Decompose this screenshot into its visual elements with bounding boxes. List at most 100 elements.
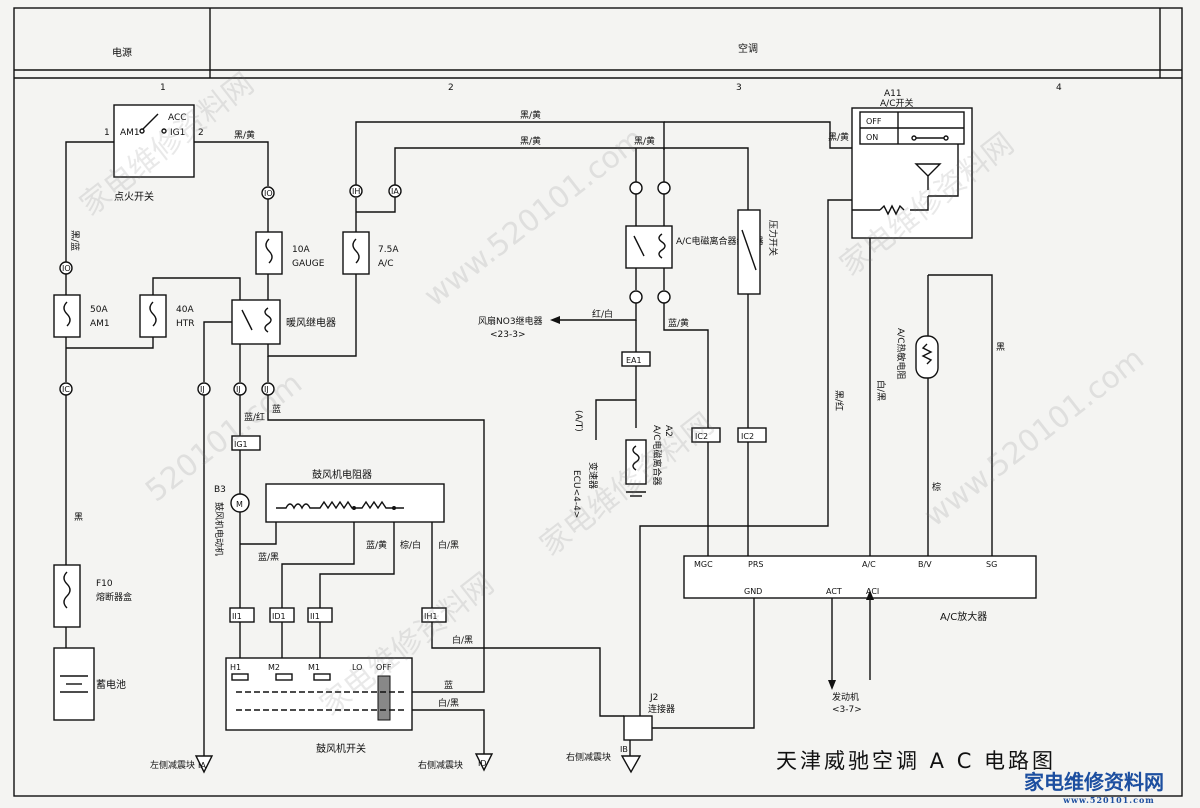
svg-text:黑: 黑 [996,342,1005,353]
ignition-switch-label: 点火开关 [114,190,154,203]
svg-text:熔断器盒: 熔断器盒 [96,591,132,603]
svg-text:黑/黄: 黑/黄 [520,109,541,121]
svg-text:PRS: PRS [748,560,763,569]
svg-text:OFF: OFF [376,663,392,672]
svg-text:IA: IA [198,761,206,770]
svg-text:A2: A2 [663,425,673,437]
svg-text:<23-3>: <23-3> [490,330,526,340]
svg-text:IC2: IC2 [741,432,754,441]
svg-text:ACC: ACC [168,113,187,123]
svg-text:ON: ON [866,133,878,142]
svg-text:白/黑: 白/黑 [875,380,887,401]
svg-text:A/C热敏电阻: A/C热敏电阻 [895,328,907,379]
svg-text:蓝/红: 蓝/红 [244,411,265,423]
diagram-title: 天津威驰空调 A C 电路图 [776,749,1056,773]
header-power: 电源 [112,46,132,59]
svg-text:风扇NO3继电器: 风扇NO3继电器 [478,315,543,327]
svg-text:白/黑: 白/黑 [438,697,459,709]
svg-text:IG1: IG1 [234,440,248,449]
ignition-switch-box [113,104,195,178]
svg-text:黑/红: 黑/红 [833,390,845,411]
svg-text:棕/白: 棕/白 [400,539,421,551]
svg-text:左侧减震块: 左侧减震块 [150,759,195,771]
svg-text:II1: II1 [310,612,320,621]
svg-text:A/C: A/C [862,560,876,569]
svg-text:HTR: HTR [176,319,195,329]
svg-text:IO: IO [62,264,71,273]
svg-text:蓝/黑: 蓝/黑 [258,551,279,563]
svg-text:A/C开关: A/C开关 [880,97,913,109]
svg-text:ECU<4-4>: ECU<4-4> [571,470,581,518]
svg-text:鼓风机电阻器: 鼓风机电阻器 [312,468,372,481]
svg-text:40A: 40A [176,305,194,315]
svg-text:右侧减震块: 右侧减震块 [566,751,611,763]
svg-text:鼓风机开关: 鼓风机开关 [316,742,366,755]
svg-text:LO: LO [352,663,362,672]
svg-text:ID: ID [478,759,487,768]
svg-text:1: 1 [104,128,110,138]
svg-text:黑: 黑 [74,512,83,523]
svg-text:蓝/黄: 蓝/黄 [366,539,387,551]
svg-text:B3: B3 [214,485,226,495]
svg-text:M: M [236,500,243,509]
svg-text:H1: H1 [230,663,241,672]
svg-text:变速器: 变速器 [587,462,599,489]
svg-text:J2: J2 [649,693,658,703]
svg-text:II1: II1 [232,612,242,621]
svg-text:ID1: ID1 [272,612,286,621]
svg-text:ACI: ACI [866,587,879,596]
svg-text:鼓风机电动机: 鼓风机电动机 [213,502,225,556]
svg-text:IG1: IG1 [170,128,185,138]
svg-text:连接器: 连接器 [648,703,675,715]
svg-text:IJ: IJ [200,385,205,394]
svg-text:IJ: IJ [264,385,269,394]
col-3: 3 [736,83,742,93]
svg-text:发动机: 发动机 [832,691,859,703]
svg-text:2: 2 [198,128,204,138]
svg-text:MGC: MGC [694,560,713,569]
fuse-50a [53,294,81,338]
svg-text:50A: 50A [90,305,108,315]
svg-text:EA1: EA1 [626,356,642,365]
svg-text:F10: F10 [96,579,113,589]
svg-text:黑/黄: 黑/黄 [520,135,541,147]
col-1: 1 [160,83,166,93]
svg-text:黑/黄: 黑/黄 [234,129,255,141]
svg-text:GND: GND [744,587,762,596]
svg-text:AM1: AM1 [90,319,110,329]
svg-text:SG: SG [986,560,997,569]
j2-connector [623,715,653,741]
svg-text:7.5A: 7.5A [378,245,399,255]
blower-resistor [265,483,445,523]
svg-text:蓝: 蓝 [272,403,281,415]
svg-text:A/C放大器: A/C放大器 [940,610,987,623]
svg-text:M1: M1 [308,663,320,672]
svg-text:白/黑: 白/黑 [438,539,459,551]
svg-text:ACT: ACT [826,587,842,596]
svg-text:IC: IC [62,385,70,394]
svg-text:(A/T): (A/T) [573,410,583,432]
svg-text:AM1: AM1 [120,128,140,138]
svg-text:IO: IO [264,189,273,198]
fuse-7-5a [342,231,370,275]
ac-thermistor [915,335,939,379]
col-4: 4 [1056,83,1062,93]
ac-amplifier [683,555,1037,599]
outer-frame [13,7,1183,797]
svg-text:暖风继电器: 暖风继电器 [286,316,336,329]
svg-text:棕: 棕 [932,481,941,493]
heater-relay [231,299,281,345]
col-2: 2 [448,83,454,93]
svg-text:黑/黄: 黑/黄 [634,135,655,147]
svg-text:红/白: 红/白 [592,308,613,320]
svg-text:IC2: IC2 [695,432,708,441]
svg-text:蓝: 蓝 [444,679,453,691]
svg-text:M2: M2 [268,663,280,672]
svg-text:A/C电磁离合器: A/C电磁离合器 [651,425,663,485]
svg-text:IB: IB [620,745,628,754]
svg-text:A11: A11 [884,89,902,99]
site-logo: 家电维修资料网 www.520101.com [1024,770,1164,805]
svg-text:黑/黄: 黑/黄 [828,131,849,143]
svg-text:白/黑: 白/黑 [452,634,473,646]
